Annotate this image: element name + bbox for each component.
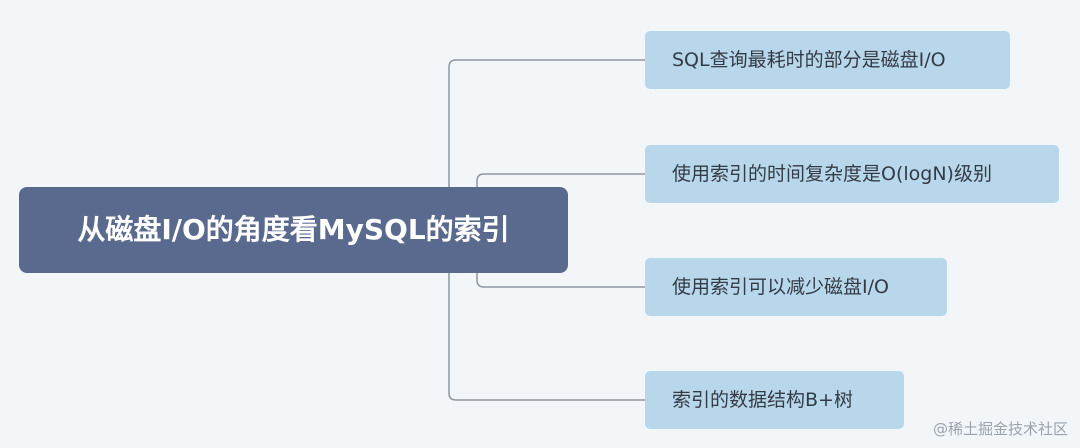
branch-node-1[interactable]: SQL查询最耗时的部分是磁盘I/O [645, 31, 1010, 89]
root-topic-node[interactable]: 从磁盘I/O的角度看MySQL的索引 [19, 187, 568, 273]
connector-trunk-inner [476, 173, 645, 288]
branch-label-3: 使用索引可以减少磁盘I/O [672, 276, 889, 298]
root-topic-label: 从磁盘I/O的角度看MySQL的索引 [77, 213, 510, 246]
connector-trunk-outer [448, 59, 645, 401]
branch-node-3[interactable]: 使用索引可以减少磁盘I/O [645, 258, 947, 316]
branch-label-4: 索引的数据结构B+树 [672, 389, 853, 411]
branch-node-2[interactable]: 使用索引的时间复杂度是O(logN)级别 [645, 145, 1059, 203]
branch-node-4[interactable]: 索引的数据结构B+树 [645, 371, 904, 429]
branch-label-2: 使用索引的时间复杂度是O(logN)级别 [672, 163, 992, 185]
branch-label-1: SQL查询最耗时的部分是磁盘I/O [672, 49, 946, 71]
watermark: @稀土掘金技术社区 [932, 420, 1068, 438]
